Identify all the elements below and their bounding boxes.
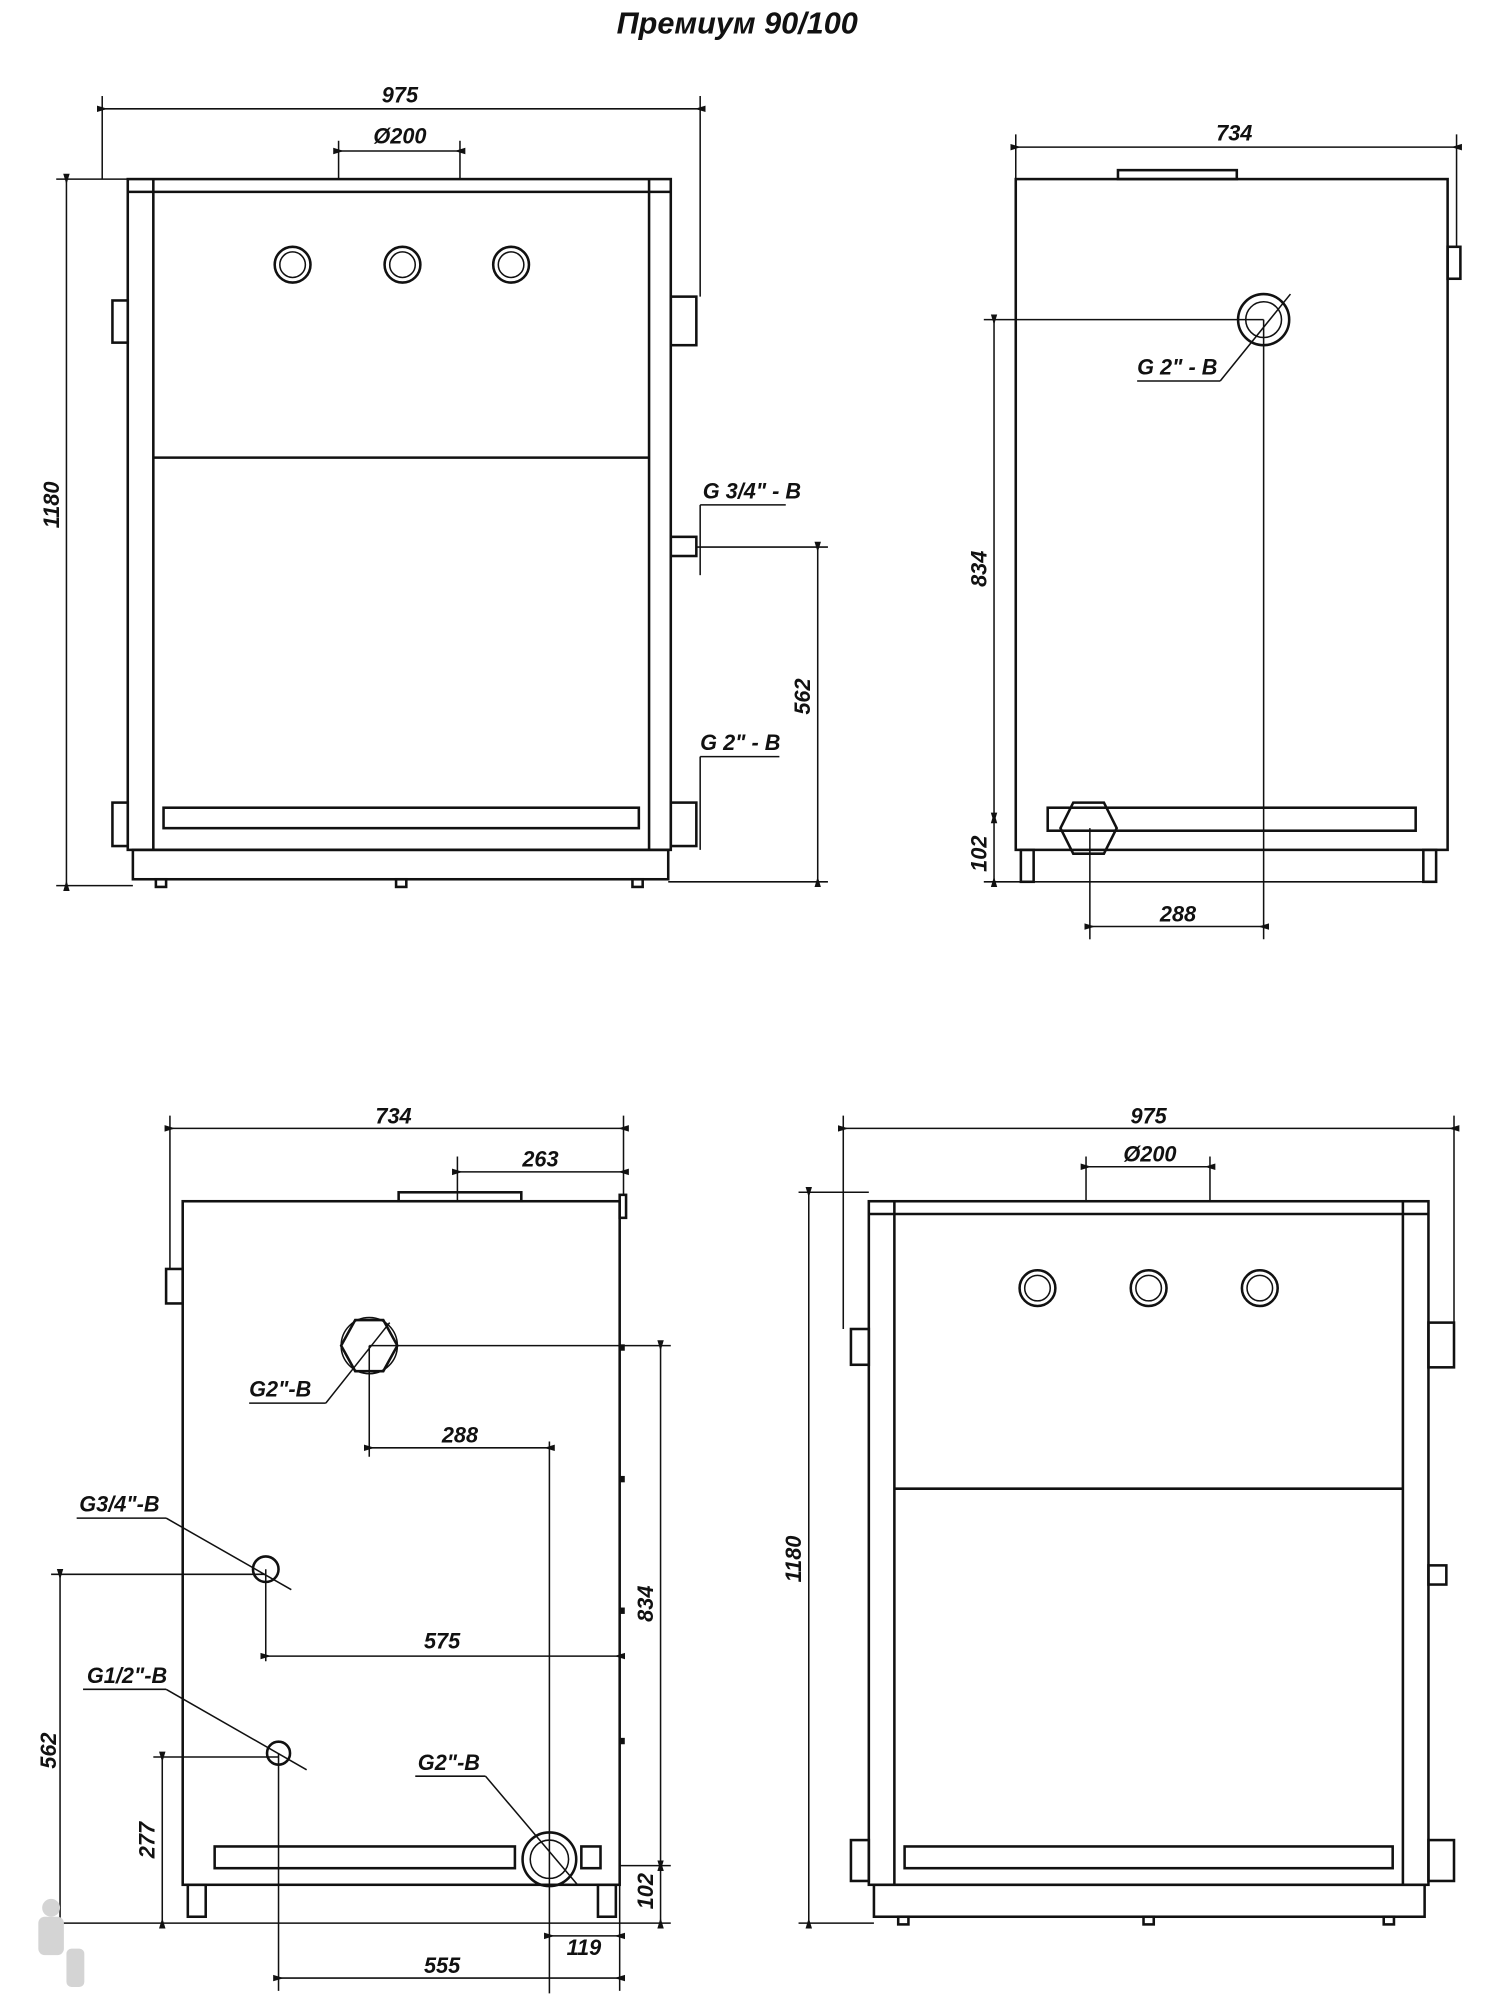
- dimension-height: 1180: [781, 1536, 806, 1583]
- dimension-119: 119: [567, 1935, 602, 1960]
- dimension-flue-offset: 263: [521, 1147, 558, 1172]
- dimension-575: 575: [424, 1628, 461, 1653]
- dimension-port-height: 562: [790, 678, 815, 714]
- vent-grill: [903, 1845, 1394, 1870]
- front-view-bottom: 975 Ø200 1180: [781, 1103, 1460, 1929]
- dimension-height-lower: 102: [966, 836, 991, 872]
- port-label-1-2: G1/2"-B: [87, 1663, 167, 1688]
- dimension-277: 277: [135, 1821, 160, 1859]
- dimension-height: 1180: [39, 482, 64, 529]
- port-label-top: G2"-B: [249, 1377, 311, 1402]
- port-label: G 2" - B: [1137, 355, 1217, 380]
- port-label-large: G 2" - B: [700, 730, 780, 755]
- sight-glass-icon: [1129, 1268, 1168, 1308]
- port-label-3-4: G3/4"-B: [79, 1492, 159, 1517]
- dimension-555: 555: [424, 1953, 461, 1978]
- vent-grill: [162, 806, 641, 830]
- dimension-288: 288: [441, 1423, 479, 1448]
- side-view-top: 734 834 102 288 G 2" - B: [966, 121, 1462, 940]
- plumber-mascot-watermark: [38, 1898, 85, 1988]
- sight-glass-icon: [383, 245, 422, 284]
- dimension-562: 562: [36, 1733, 61, 1769]
- dimension-width: 975: [382, 82, 419, 107]
- dimension-width: 734: [375, 1103, 411, 1128]
- dimension-height-upper: 834: [966, 551, 991, 587]
- port-label-bottom: G2"-B: [418, 1750, 480, 1775]
- sight-glass-icon: [1240, 1268, 1279, 1308]
- dimension-offset: 288: [1159, 901, 1197, 926]
- front-view-top: 975 Ø200 1180 562 G 3/4" - B G 2" - B: [39, 82, 828, 892]
- vent-grill: [213, 1845, 517, 1870]
- dimension-flue: Ø200: [373, 123, 426, 148]
- sight-glass-icon: [491, 245, 531, 284]
- drawing-title: Премиум 90/100: [617, 6, 858, 40]
- side-view-bottom: 734 263 288 575 834 562 277 102 555 119 …: [36, 1103, 671, 1994]
- sight-glass-icon: [1018, 1268, 1057, 1308]
- port-label-small: G 3/4" - B: [703, 479, 801, 504]
- sight-glass-icon: [273, 245, 312, 284]
- dimension-width: 734: [1216, 121, 1252, 146]
- vent-grill: [1046, 806, 1417, 832]
- dimension-width: 975: [1131, 1103, 1168, 1128]
- dimension-834: 834: [633, 1586, 658, 1622]
- dimension-flue: Ø200: [1123, 1142, 1176, 1167]
- dimension-102: 102: [633, 1873, 658, 1909]
